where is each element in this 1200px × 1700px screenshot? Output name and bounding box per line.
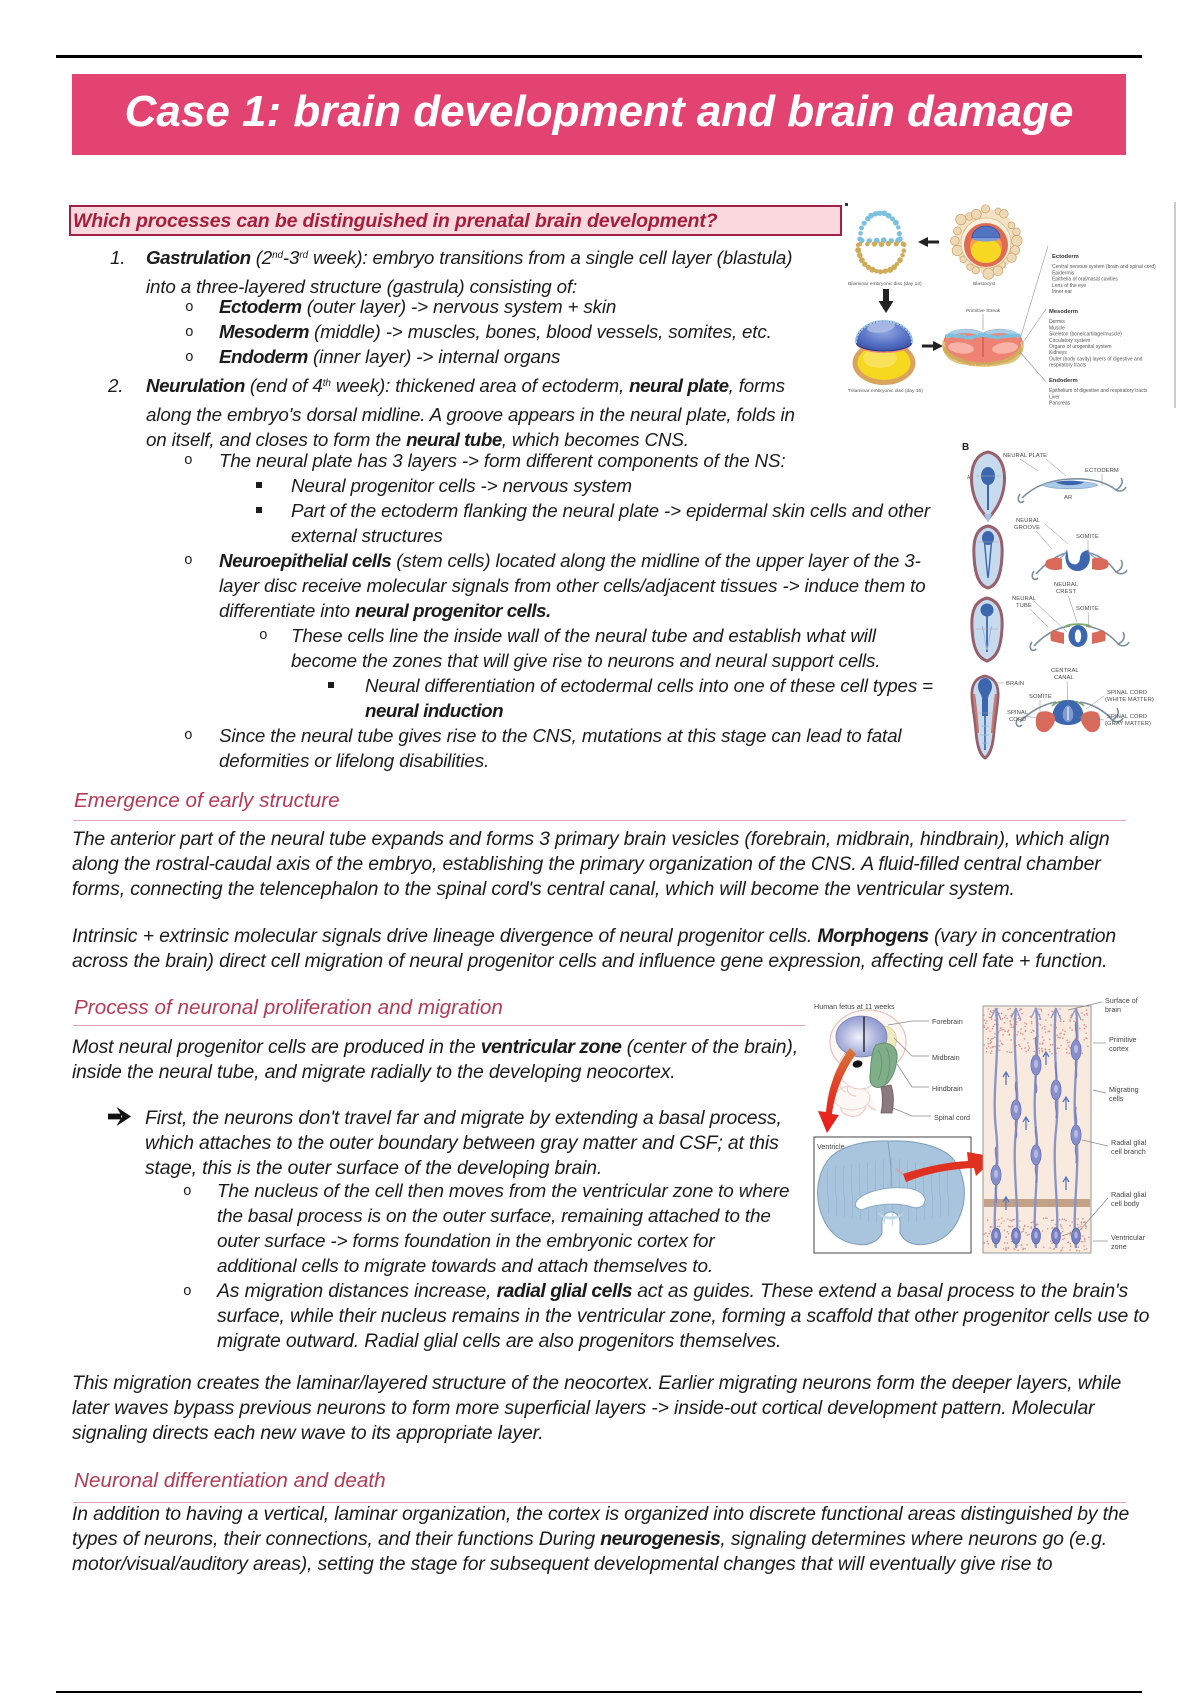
svg-text:NEURAL: NEURAL [1054,582,1079,588]
svg-text:Epidermis: Epidermis [1052,270,1075,276]
svg-text:Bilaminar embryonic disc (day: Bilaminar embryonic disc (day 14) [848,281,922,287]
svg-text:GROOVE: GROOVE [1014,525,1040,531]
svg-text:Ventricular: Ventricular [1111,1233,1146,1242]
svg-text:CORD: CORD [1009,717,1026,723]
svg-text:Radial glial: Radial glial [1111,1138,1147,1147]
svg-text:CREST: CREST [1056,589,1077,595]
svg-text:Organs of urogenital system: Organs of urogenital system [1049,344,1112,350]
svg-text:NEURAL: NEURAL [1016,518,1041,524]
svg-text:Trilaminar embryonic disc (day: Trilaminar embryonic disc (day 16) [848,388,923,394]
svg-text:Circulatory system: Circulatory system [1049,338,1090,344]
svg-text:SPINAL: SPINAL [1007,710,1029,716]
svg-text:Mesoderm: Mesoderm [1049,309,1078,315]
svg-text:Kidneys: Kidneys [1049,350,1067,356]
svg-text:SPINAL CORD: SPINAL CORD [1107,714,1147,720]
svg-text:B: B [962,442,969,453]
svg-text:respiratory tracts: respiratory tracts [1049,363,1087,369]
svg-text:Epithelium of digestive and re: Epithelium of digestive and respiratory … [1049,388,1148,394]
svg-text:brain: brain [1105,1005,1121,1014]
svg-text:NEURAL PLATE: NEURAL PLATE [1003,453,1047,459]
svg-text:cell branch: cell branch [1111,1147,1146,1156]
svg-text:A: A [967,475,971,481]
svg-text:Lens of the eye: Lens of the eye [1052,283,1086,289]
svg-text:NEURAL: NEURAL [1012,596,1037,602]
svg-text:Muscle: Muscle [1049,325,1065,331]
svg-text:cells: cells [1109,1094,1124,1103]
svg-text:Pancreas: Pancreas [1049,401,1071,407]
svg-text:Human fetus at 11 weeks: Human fetus at 11 weeks [814,1002,895,1011]
svg-text:Midbrain: Midbrain [932,1053,960,1062]
svg-text:Primitive: Primitive [1109,1035,1137,1044]
svg-text:SOMITE: SOMITE [1076,534,1099,540]
svg-text:ECTODERM: ECTODERM [1085,468,1119,474]
svg-text:cortex: cortex [1109,1044,1129,1053]
svg-text:Migrating: Migrating [1109,1085,1139,1094]
svg-text:Primitive Streak: Primitive Streak [966,308,1001,314]
svg-text:Blastocyst: Blastocyst [973,281,996,287]
svg-text:Forebrain: Forebrain [932,1017,963,1026]
svg-text:Liver: Liver [1049,394,1060,400]
svg-text:CENTRAL: CENTRAL [1051,668,1079,674]
svg-text:zone: zone [1111,1242,1127,1251]
svg-text:(WHITE MATTER): (WHITE MATTER) [1105,697,1154,703]
svg-text:Spinal cord: Spinal cord [934,1113,970,1122]
svg-text:A: A [1003,475,1007,481]
svg-text:Outer (body cavity) layers of: Outer (body cavity) layers of digestive … [1049,356,1143,362]
svg-text:Epithelia of oral/nasal caviti: Epithelia of oral/nasal cavities [1052,277,1118,283]
svg-text:Ectoderm: Ectoderm [1052,254,1079,260]
svg-text:Radial glial: Radial glial [1111,1190,1147,1199]
svg-text:(GRAY MATTER): (GRAY MATTER) [1105,721,1151,727]
svg-text:BRAIN: BRAIN [1006,681,1024,687]
svg-text:Skeleton (bone/cartilage/muscl: Skeleton (bone/cartilage/muscle) [1049,332,1122,338]
svg-text:Ventricle: Ventricle [817,1142,845,1151]
svg-text:Surface of: Surface of [1105,996,1138,1005]
svg-text:Inner ear: Inner ear [1052,289,1072,295]
svg-text:SPINAL CORD: SPINAL CORD [1107,690,1147,696]
svg-text:SOMITE: SOMITE [1076,606,1099,612]
svg-text:Hindbrain: Hindbrain [932,1084,963,1093]
svg-text:Endoderm: Endoderm [1049,378,1078,384]
svg-text:cell body: cell body [1111,1199,1140,1208]
svg-text:TUBE: TUBE [1016,603,1032,609]
svg-text:Central nervous system (brain: Central nervous system (brain and spinal… [1052,264,1156,270]
svg-text:CANAL: CANAL [1054,675,1075,681]
svg-text:AR: AR [1064,495,1072,501]
svg-text:Dermis: Dermis [1049,319,1065,325]
svg-text:SOMITE: SOMITE [1029,694,1052,700]
